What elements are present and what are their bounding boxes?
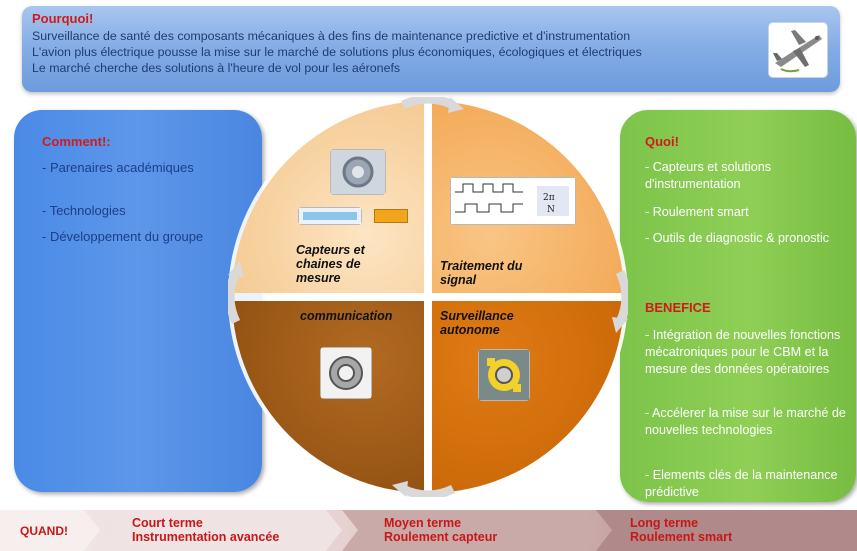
timeline-chevrons — [0, 510, 857, 551]
timeline-desc: Roulement capteur — [384, 530, 498, 544]
timeline-step-1: Court terme Instrumentation avancée — [132, 516, 279, 544]
timeline-bar: QUAND! Court terme Instrumentation avanc… — [0, 510, 857, 551]
quadrant-label-surveillance: Surveillance autonome — [440, 309, 514, 337]
bearing-image — [320, 347, 372, 399]
comment-item: - Développement du groupe — [42, 229, 204, 244]
signal-processing-image: 2π N — [450, 177, 576, 225]
timeline-step-3: Long terme Roulement smart — [630, 516, 732, 544]
benefice-heading: BENEFICE — [645, 300, 711, 315]
sensor-strip-image — [374, 209, 408, 223]
benefice-item: - Elements clés de la maintenance prédic… — [645, 468, 838, 499]
quoi-item: - Outils de diagnostic & pronostic — [645, 231, 830, 245]
comment-item: - Technologies — [42, 203, 126, 218]
airplane-icon — [768, 22, 828, 78]
timeline-desc: Instrumentation avancée — [132, 530, 280, 544]
banner-line-1: Surveillance de santé des composants méc… — [32, 29, 631, 43]
banner-line-3: Le marché cherche des solutions à l'heur… — [32, 61, 401, 75]
quadrant-label-communication: communication — [300, 309, 393, 323]
timeline-label: QUAND! — [20, 524, 68, 538]
panel-comment: Comment!: - Parenaires académiques - Tec… — [14, 110, 262, 492]
svg-text:2π: 2π — [543, 193, 555, 203]
svg-text:N: N — [547, 205, 555, 215]
sensor-image — [330, 149, 386, 195]
comment-heading: Comment!: — [42, 134, 111, 149]
panel-quoi: Quoi! - Capteurs et solutions d'instrume… — [620, 110, 856, 502]
timeline-term: Long terme — [630, 516, 699, 530]
timeline-desc: Roulement smart — [630, 530, 733, 544]
quoi-item: - Roulement smart — [645, 205, 749, 219]
banner-line-2: L'avion plus électrique pousse la mise s… — [32, 45, 642, 59]
banner-pourquoi: Pourquoi! Surveillance de santé des comp… — [22, 6, 840, 92]
timeline-step-2: Moyen terme Roulement capteur — [384, 516, 497, 544]
quadrant-label-capteurs: Capteurs et chaines de mesure — [296, 243, 365, 285]
timeline-term: Court terme — [132, 516, 203, 530]
sensor-board-image — [298, 207, 362, 225]
process-circle: Capteurs et chaines de mesure 2π N Trait… — [225, 94, 631, 500]
quoi-heading: Quoi! — [645, 134, 679, 149]
banner-title: Pourquoi! — [32, 11, 94, 26]
process-circle-graphic — [225, 94, 631, 500]
benefice-item: - Accélerer la mise sur le marché de nou… — [645, 406, 846, 437]
timeline-term: Moyen terme — [384, 516, 462, 530]
quadrant-label-traitement: Traitement du signal — [440, 259, 523, 287]
smart-bearing-image — [478, 349, 530, 401]
quoi-item: - Capteurs et solutions d'instrumentatio… — [645, 160, 771, 191]
comment-item: - Parenaires académiques — [42, 160, 194, 175]
benefice-item: - Intégration de nouvelles fonctions méc… — [645, 328, 841, 376]
